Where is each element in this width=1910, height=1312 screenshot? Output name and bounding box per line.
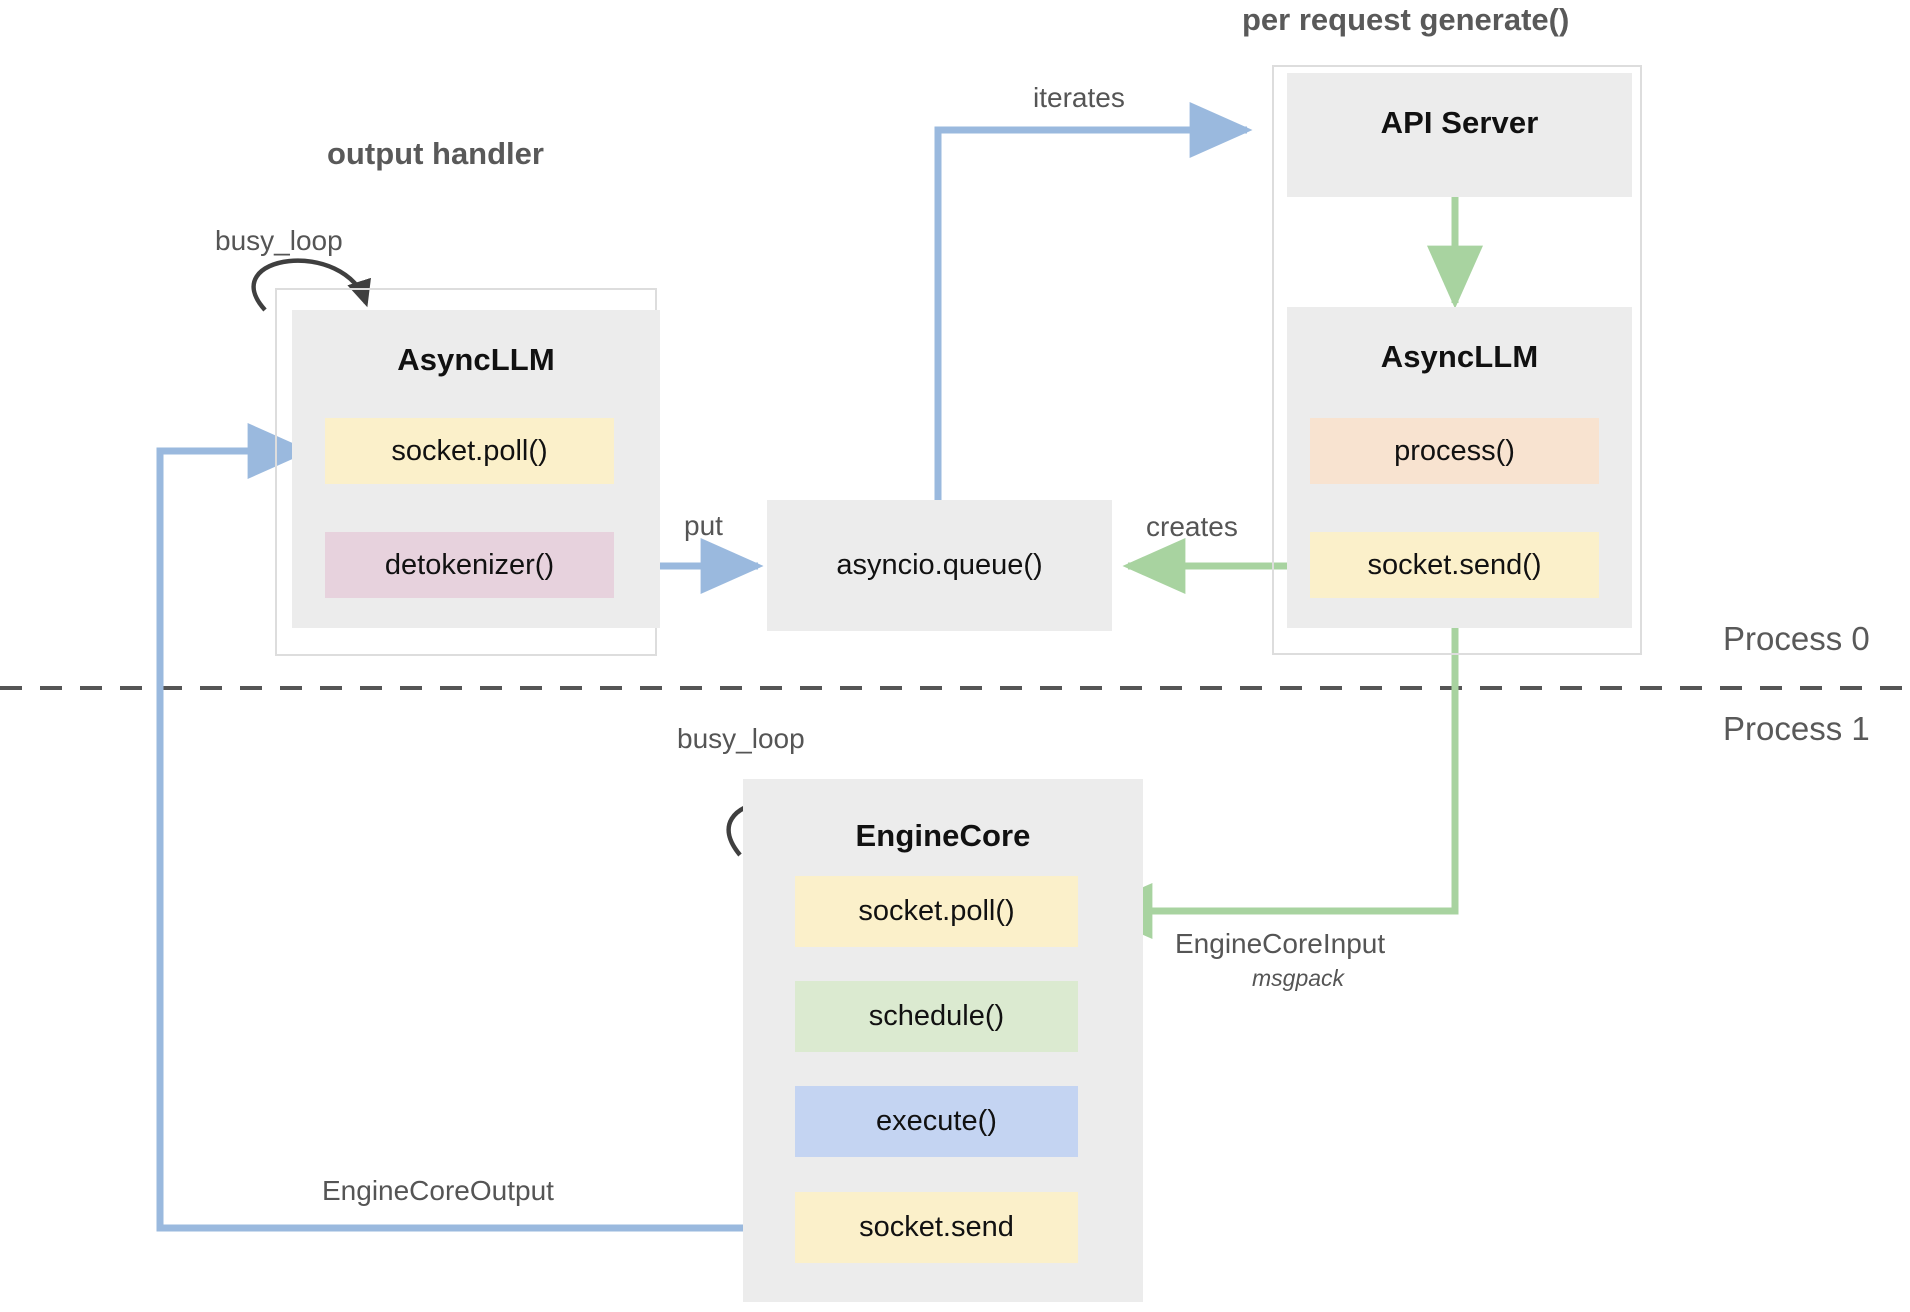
engine-core-row-socket-send[interactable]: socket.send (795, 1192, 1078, 1263)
label-iterates: iterates (1033, 82, 1125, 113)
request-asyncllm-title: AsyncLLM (1380, 339, 1539, 374)
per-request-generate-group (1272, 65, 1642, 655)
request-asyncllm-row-socket-send[interactable]: socket.send() (1310, 532, 1599, 598)
engine-core-row-socket-poll[interactable]: socket.poll() (795, 876, 1078, 947)
heading-per-request-generate: per request generate() (1242, 2, 1570, 37)
api-server-panel: API Server (1287, 73, 1632, 197)
label-busy-loop-engine-core: busy_loop (677, 723, 805, 754)
label-process-0: Process 0 (1723, 620, 1870, 657)
api-server-title: API Server (1380, 105, 1539, 140)
asyncio-queue-box[interactable]: asyncio.queue() (767, 500, 1112, 631)
label-engine-core-input: EngineCoreInput (1175, 928, 1386, 959)
output-handler-asyncllm-title: AsyncLLM (397, 342, 555, 377)
label-creates: creates (1146, 511, 1238, 542)
label-process-1: Process 1 (1723, 710, 1870, 747)
label-engine-core-output: EngineCoreOutput (322, 1175, 554, 1206)
request-asyncllm-row-process[interactable]: process() (1310, 418, 1599, 484)
engine-core-row-execute[interactable]: execute() (795, 1086, 1078, 1157)
output-handler-row-socket-poll[interactable]: socket.poll() (325, 418, 614, 484)
iterates-arrow (934, 102, 1253, 500)
output-handler-row-detokenizer[interactable]: detokenizer() (325, 532, 614, 598)
heading-output-handler: output handler (327, 136, 544, 171)
label-put: put (684, 510, 723, 541)
engine-core-row-schedule[interactable]: schedule() (795, 981, 1078, 1052)
label-busy-loop-output-handler: busy_loop (215, 225, 343, 256)
label-engine-core-input-msgpack: msgpack (1252, 965, 1345, 991)
engine-core-title: EngineCore (855, 818, 1031, 853)
